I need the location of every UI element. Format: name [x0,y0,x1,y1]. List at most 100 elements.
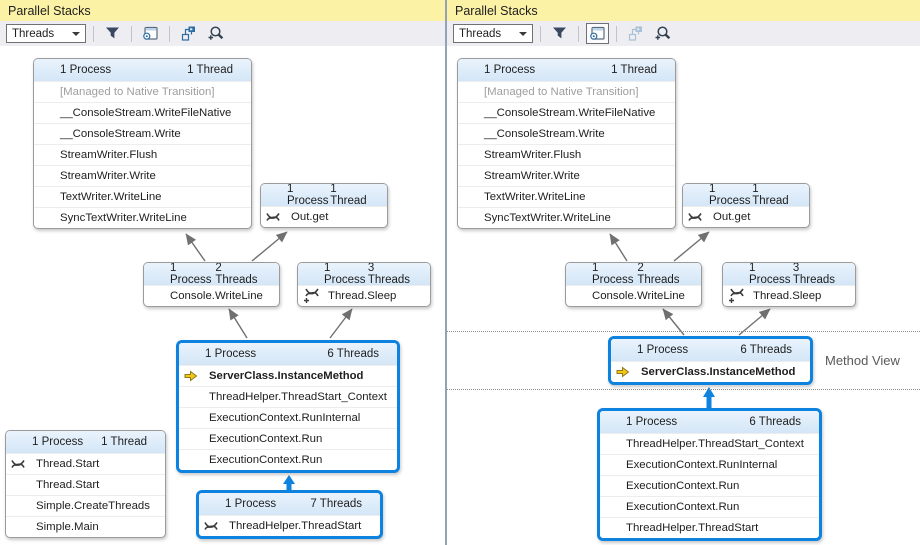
panel-title: Parallel Stacks [8,3,91,18]
stack-frame-row[interactable]: ExecutionContext.RunInternal [600,454,819,475]
stack-frame-row[interactable]: ServerClass.InstanceMethod [611,361,810,382]
stack-frame-label: ThreadHelper.ThreadStart_Context [209,391,387,403]
process-count: 1 Process [626,416,678,428]
auto-scroll-icon [628,26,642,41]
stack-frame-label: ExecutionContext.Run [209,454,323,466]
stack-frame-row[interactable]: Simple.CreateThreads [6,495,165,516]
stack-frame-label: SyncTextWriter.WriteLine [484,212,611,224]
stack-frame-row[interactable]: StreamWriter.Write [458,165,675,186]
zoom-control-icon [208,26,223,40]
thread-count: 1 Thread [330,183,367,207]
threads-dropdown[interactable]: Threads [6,24,86,43]
stack-frame-row[interactable]: ThreadHelper.ThreadStart [600,517,819,538]
panel-title-bar[interactable]: Parallel Stacks [447,0,920,21]
stack-frame-row[interactable]: [Managed to Native Transition] [458,81,675,102]
current-arrow-icon [616,366,630,378]
stack-frame-row[interactable]: Thread.Sleep [723,285,855,306]
thread-count: 6 Threads [327,348,379,360]
stack-frame-row[interactable]: __ConsoleStream.WriteFileNative [34,102,251,123]
threads-icon [11,460,25,468]
stack-frame-row[interactable]: __ConsoleStream.Write [34,123,251,144]
stack-frame-label: __ConsoleStream.Write [484,128,605,140]
stack-frame-row[interactable]: ExecutionContext.Run [600,496,819,517]
stack-frame-row[interactable]: StreamWriter.Flush [34,144,251,165]
stack-frame-row[interactable]: ThreadHelper.ThreadStart_Context [600,433,819,454]
process-count: 1 Process [60,64,112,76]
stack-frame-row[interactable]: Out.get [261,206,387,227]
auto-scroll-button[interactable] [177,23,200,44]
stack-frame-row[interactable]: SyncTextWriter.WriteLine [34,207,251,228]
method-view-label: Method View [825,353,900,368]
stack-frame-row[interactable]: StreamWriter.Write [34,165,251,186]
panel-title-bar[interactable]: Parallel Stacks [0,0,445,21]
stack-frame-row[interactable]: Console.WriteLine [144,285,279,306]
stack-frame-row[interactable]: ExecutionContext.RunInternal [179,407,397,428]
thread-count: 3 Threads [367,262,410,286]
toolbar-separator [93,25,94,42]
filter-button[interactable] [101,23,124,44]
stack-frame-label: ExecutionContext.Run [209,433,323,445]
stack-frame-row[interactable]: StreamWriter.Flush [458,144,675,165]
stack-frame-row[interactable]: ExecutionContext.Run [179,449,397,470]
toolbar-separator [578,25,579,42]
connector-arrows [185,231,353,490]
process-count: 1 Process [749,262,791,286]
method-view-separator [447,389,920,390]
method-view-button[interactable] [139,23,162,44]
stack-frame-row[interactable]: ThreadHelper.ThreadStart_Context [179,386,397,407]
stack-frame-label: ThreadHelper.ThreadStart [229,520,362,532]
process-count: 1 Process [287,183,329,207]
stack-frame-row[interactable]: __ConsoleStream.Write [458,123,675,144]
stack-box-header: 1 Process 1 Thread [458,59,675,81]
stack-frame-row[interactable]: ExecutionContext.Run [600,475,819,496]
stack-frame-row[interactable]: __ConsoleStream.WriteFileNative [458,102,675,123]
stack-frame-row[interactable]: TextWriter.WriteLine [458,186,675,207]
method-view-separator [447,331,920,332]
stack-frame-row[interactable]: Thread.Start [6,453,165,474]
thread-count: 1 Thread [611,64,657,76]
stack-frame-row[interactable]: ExecutionContext.Run [179,428,397,449]
stack-frame-label: Thread.Start [36,458,100,470]
process-count: 1 Process [32,436,84,448]
toolbar-separator [540,25,541,42]
stack-frame-row[interactable]: TextWriter.WriteLine [34,186,251,207]
stack-frame-label: __ConsoleStream.WriteFileNative [60,107,232,119]
stack-frame-label: ThreadHelper.ThreadStart [626,522,759,534]
process-count: 1 Process [484,64,536,76]
thread-count: 2 Threads [637,262,680,286]
threads-dropdown-value: Threads [12,27,55,40]
stack-frame-label: [Managed to Native Transition] [484,86,639,98]
stack-frame-row[interactable]: ThreadHelper.ThreadStart [199,515,380,536]
stack-frame-row[interactable]: Simple.Main [6,516,165,537]
stack-frame-row[interactable]: Out.get [683,206,809,227]
filter-button[interactable] [548,23,571,44]
stack-frame-row[interactable]: [Managed to Native Transition] [34,81,251,102]
zoom-control-button[interactable] [651,23,674,44]
toolbar-separator [131,25,132,42]
stack-frame-row[interactable]: Thread.Sleep [298,285,430,306]
zoom-control-button[interactable] [204,23,227,44]
threads-dropdown[interactable]: Threads [453,24,533,43]
auto-scroll-icon [181,26,195,41]
filter-icon [553,27,566,39]
stack-frame-row[interactable]: ServerClass.InstanceMethod [179,365,397,386]
method-view-button[interactable] [586,23,609,44]
threads-icon-holder [11,458,27,471]
process-count: 1 Process [592,262,634,286]
stack-frame-row[interactable]: SyncTextWriter.WriteLine [458,207,675,228]
stack-frame-label: TextWriter.WriteLine [60,191,162,203]
stack-frame-label: ServerClass.InstanceMethod [641,366,796,378]
process-count: 1 Process [324,262,366,286]
stack-frame-row[interactable]: Console.WriteLine [566,285,701,306]
stacks-canvas: Method View 1 Process 1 Thread [Managed to … [447,46,920,545]
stack-frame-row[interactable]: Thread.Start [6,474,165,495]
